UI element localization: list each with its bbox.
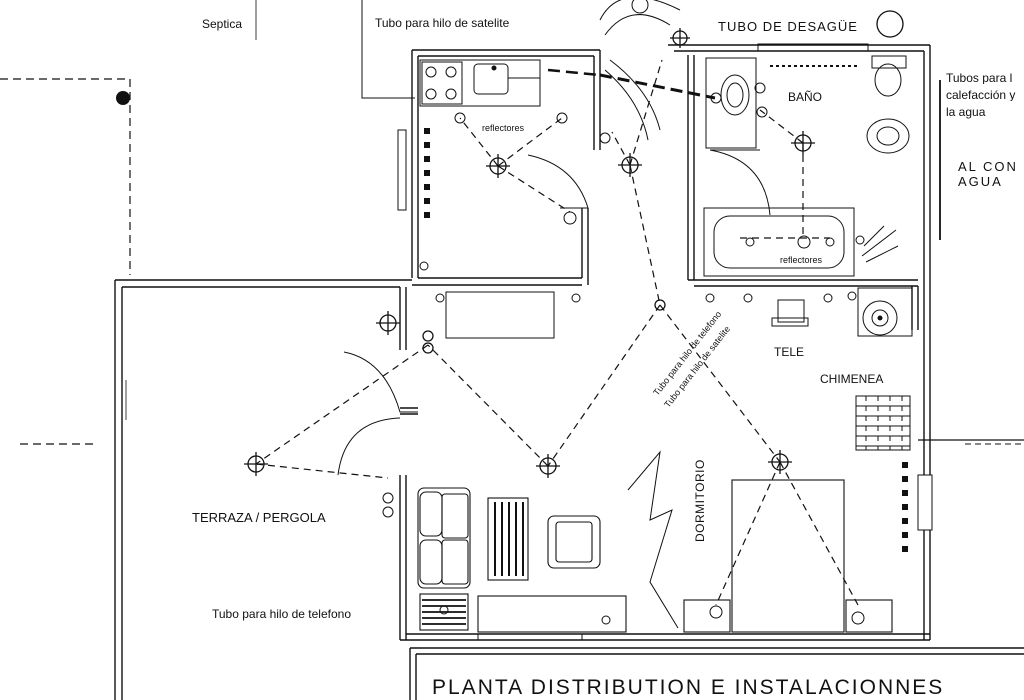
walls bbox=[114, 44, 1024, 700]
bedroom-label: DORMITORIO bbox=[693, 459, 707, 542]
spiral-stair bbox=[599, 0, 681, 141]
kitchen-reflectors-label: reflectores bbox=[482, 123, 525, 133]
bath-reflectors-label: reflectores bbox=[780, 255, 823, 265]
fireplace-label: CHIMENEA bbox=[820, 372, 884, 386]
bathroom-fixtures bbox=[703, 55, 910, 277]
phone-pipe-label: Tubo para hilo de telefono bbox=[212, 607, 351, 621]
dashed-boundary bbox=[0, 78, 131, 445]
electrical-runs bbox=[255, 59, 859, 606]
water-label: AGUA bbox=[958, 175, 1003, 188]
heating-pipes-label-2: calefacción y bbox=[946, 89, 1016, 101]
light-fixtures bbox=[244, 28, 815, 478]
connection-label: AL CON bbox=[958, 160, 1018, 173]
cabinet-markers bbox=[424, 128, 908, 552]
drain-circle bbox=[876, 10, 904, 38]
terrace-label: TERRAZA / PERGOLA bbox=[192, 510, 326, 525]
windows bbox=[125, 43, 933, 641]
septic-label: Septica bbox=[202, 17, 243, 31]
switches-sockets bbox=[382, 82, 899, 625]
bed bbox=[683, 479, 893, 633]
satellite-pipe-label: Tubo para hilo de satelite bbox=[375, 16, 510, 30]
sofa-set bbox=[417, 487, 627, 633]
living-furniture bbox=[445, 287, 913, 451]
drain-marker bbox=[116, 91, 130, 105]
satellite-pipe-line bbox=[361, 0, 415, 99]
plan-title: PLANTA DISTRIBUTION E INSTALACIONNES bbox=[432, 676, 945, 699]
drain-pipe-label: TUBO DE DESAGÜE bbox=[718, 19, 858, 34]
heating-pipes-label-3: la agua bbox=[946, 105, 986, 119]
bathroom-label: BAÑO bbox=[788, 90, 823, 104]
tv-label: TELE bbox=[774, 345, 805, 359]
bedroom-partition bbox=[627, 450, 679, 629]
heating-pipes-label-1: Tubos para l bbox=[946, 72, 1013, 84]
kitchen-counter bbox=[419, 59, 541, 107]
